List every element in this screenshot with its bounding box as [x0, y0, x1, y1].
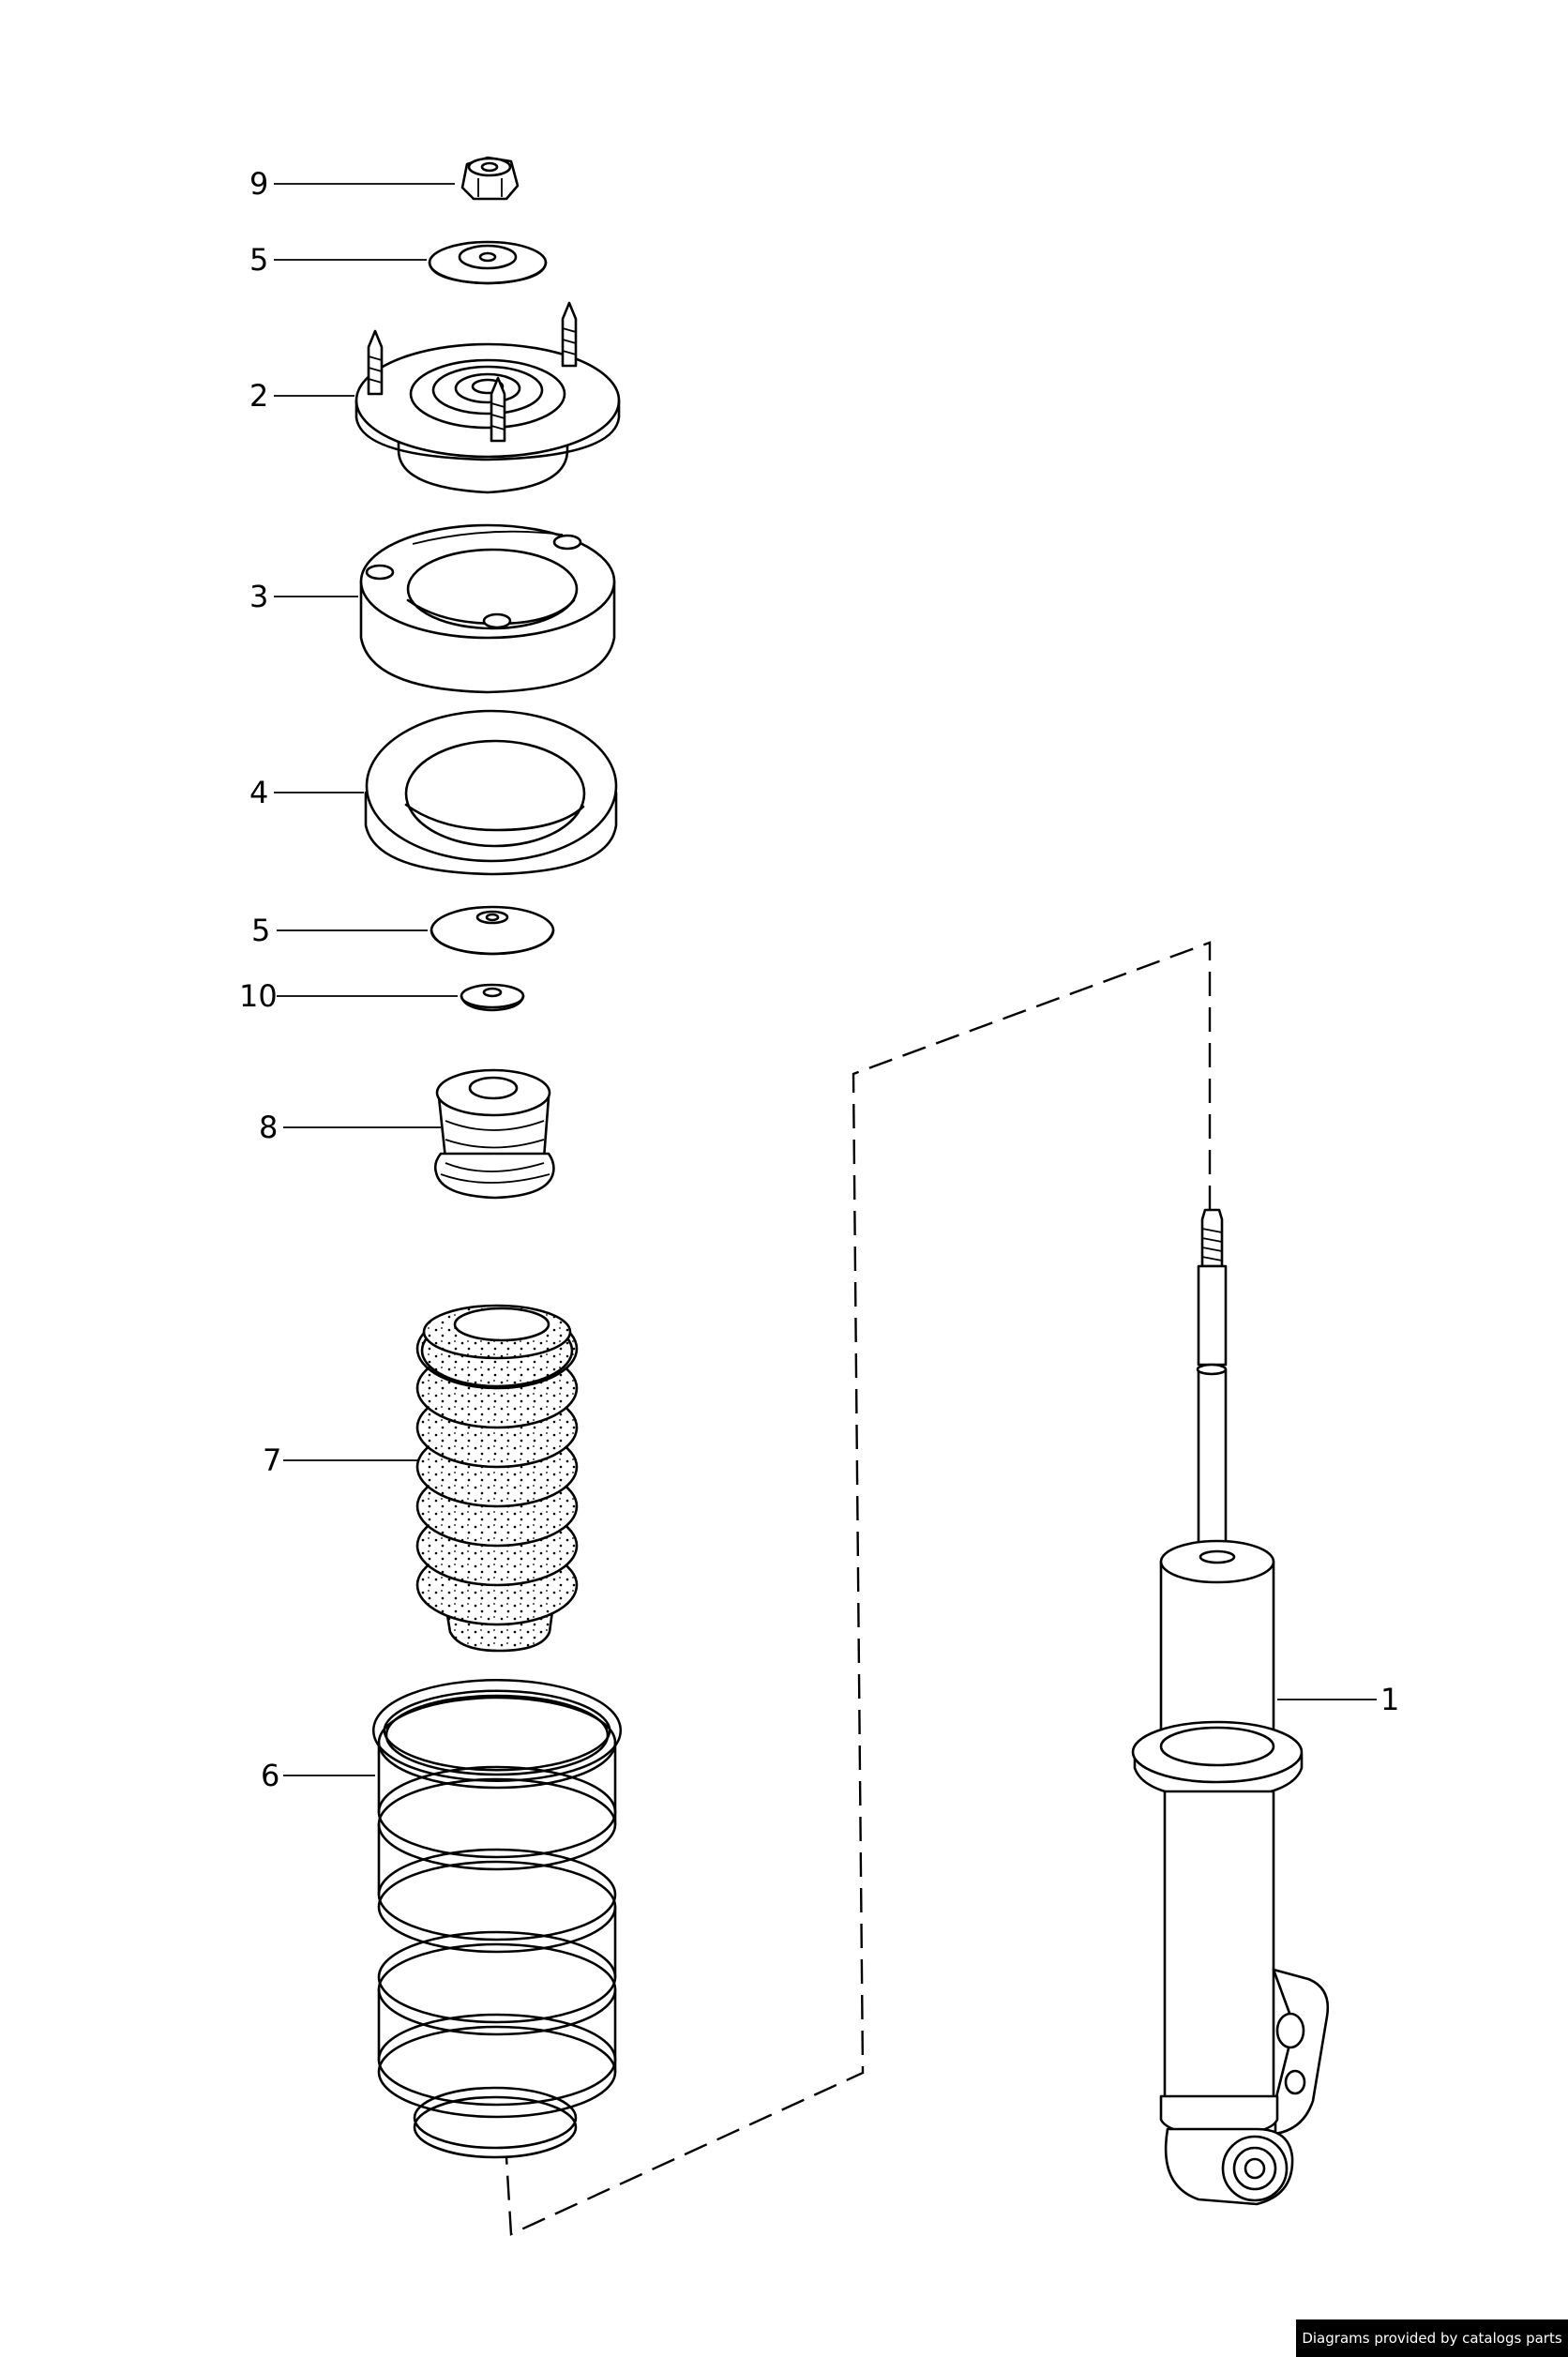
part-8-bump-stop — [433, 1068, 555, 1200]
callout-10: 10 — [239, 978, 278, 1014]
callout-4: 4 — [249, 775, 268, 810]
callout-5-top: 5 — [249, 242, 268, 278]
credit-badge: Diagrams provided by catalogs parts — [1296, 2319, 1568, 2357]
part-5-washer-top — [428, 240, 548, 285]
part-1-shock-absorber — [1131, 1208, 1330, 2206]
callout-5-lower: 5 — [251, 913, 270, 948]
part-9-nut — [460, 156, 520, 201]
part-4-rubber-ring — [364, 709, 618, 876]
part-6-coil-spring — [372, 1679, 622, 2159]
leader-lines — [274, 183, 1377, 1776]
callout-6: 6 — [261, 1758, 279, 1793]
assembly-guide-line — [505, 941, 1212, 2236]
callout-3: 3 — [249, 579, 268, 614]
part-2-top-mount — [354, 301, 621, 494]
callout-2: 2 — [249, 378, 268, 414]
part-7-dust-boot — [415, 1304, 579, 1653]
part-5-washer-lower — [430, 905, 555, 956]
callout-1: 1 — [1380, 1682, 1399, 1717]
callout-9: 9 — [249, 166, 268, 202]
callout-7: 7 — [263, 1443, 281, 1478]
part-3-spring-seat — [359, 523, 616, 694]
callout-8: 8 — [259, 1110, 278, 1145]
part-10-small-washer — [460, 983, 525, 1012]
